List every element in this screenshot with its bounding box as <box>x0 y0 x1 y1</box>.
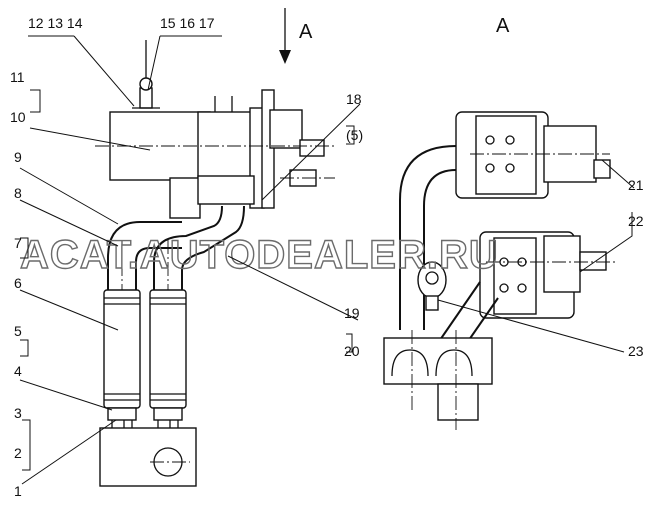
leader-1 <box>21 419 117 485</box>
watermark-text: ACAT.AUTODEALER.RU <box>20 233 499 277</box>
fitting-right <box>153 407 183 421</box>
pump-top-bolts <box>214 96 233 112</box>
callout-numbers: 12 13 14 15 16 17 11 10 9 8 7 6 5 4 3 2 … <box>10 15 644 499</box>
hose-lower-clamps <box>104 393 186 401</box>
leader-21 <box>601 159 635 189</box>
leader-9 <box>19 167 119 225</box>
leader-22 <box>579 212 633 273</box>
callout-10: 10 <box>10 109 26 125</box>
pipe-right-inner <box>181 205 245 292</box>
hose-upper-clamps <box>104 297 186 305</box>
callout-23: 23 <box>628 343 644 359</box>
base-cup-left <box>391 349 429 377</box>
callout-5: 5 <box>14 323 22 339</box>
bent-pipe-inner <box>423 169 457 330</box>
callout-15-16-17: 15 16 17 <box>160 15 215 31</box>
callout-6: 6 <box>14 275 22 291</box>
callout-20: 20 <box>344 343 360 359</box>
callout-leaders <box>19 35 635 485</box>
view-label-left: A <box>299 21 313 43</box>
callout-21: 21 <box>628 177 644 193</box>
callout-9: 9 <box>14 149 22 165</box>
lower-pump-face <box>493 237 537 315</box>
base-block <box>99 427 197 487</box>
hose-left <box>103 289 141 409</box>
lower-boss <box>169 177 201 219</box>
callout-2: 2 <box>14 445 22 461</box>
lower-pump-block <box>197 175 255 205</box>
leader-8 <box>19 199 119 247</box>
lower-pump-shaft <box>579 251 607 271</box>
callout-7: 7 <box>14 235 22 251</box>
callout-1: 1 <box>14 483 22 499</box>
upper-pump-face <box>475 115 537 195</box>
callout-12-13-14: 12 13 14 <box>28 15 83 31</box>
leader-6 <box>19 289 119 331</box>
pump-hub <box>269 109 303 149</box>
valve-port <box>425 271 439 285</box>
pipe-left-outer <box>107 221 182 292</box>
bent-pipe-outer <box>399 145 457 330</box>
bracket-5p <box>346 125 355 145</box>
leader-10 <box>29 127 151 151</box>
leader-15-17 <box>147 35 222 91</box>
vent-nipple <box>139 87 153 109</box>
callout-5-paren: (5) <box>346 127 363 143</box>
bolt <box>517 283 527 293</box>
bolt <box>485 163 495 173</box>
callout-3: 3 <box>14 405 22 421</box>
callout-19: 19 <box>344 305 360 321</box>
bolt <box>499 283 509 293</box>
callout-8: 8 <box>14 185 22 201</box>
callout-11: 11 <box>10 69 25 85</box>
bracket-5 <box>20 339 29 357</box>
bracket-3-2 <box>22 419 31 471</box>
leader-23 <box>437 299 625 353</box>
leader-18 <box>261 103 361 201</box>
bolt <box>485 135 495 145</box>
hose-right <box>149 289 187 409</box>
view-arrow: A <box>279 8 313 64</box>
fitting-left <box>107 407 137 421</box>
view-label-right: A <box>496 15 510 37</box>
leader-19 <box>227 255 359 321</box>
pipe-right-outer <box>153 205 223 292</box>
valve-stem <box>425 295 439 311</box>
leader-12-14 <box>28 35 135 107</box>
pipe-left-inner <box>135 247 182 292</box>
view-arrow-head <box>279 50 291 64</box>
lower-pump-cover <box>543 235 581 293</box>
base-cup-right <box>435 349 473 377</box>
bolt <box>505 163 515 173</box>
diagonal-pipe-outer <box>439 281 481 341</box>
shaft-end-upper <box>299 139 325 157</box>
callout-4: 4 <box>14 363 22 379</box>
leader-4 <box>19 379 113 411</box>
bracket-7 <box>20 237 29 259</box>
upper-pump-shaft <box>593 159 611 179</box>
bracket-11 <box>30 89 41 113</box>
left-assembly <box>95 40 335 487</box>
callout-22: 22 <box>628 213 644 229</box>
bolt <box>505 135 515 145</box>
bracket-20 <box>346 333 353 353</box>
callout-18: 18 <box>346 91 362 107</box>
right-assembly: A <box>383 15 615 430</box>
right-base-foot <box>437 383 479 421</box>
